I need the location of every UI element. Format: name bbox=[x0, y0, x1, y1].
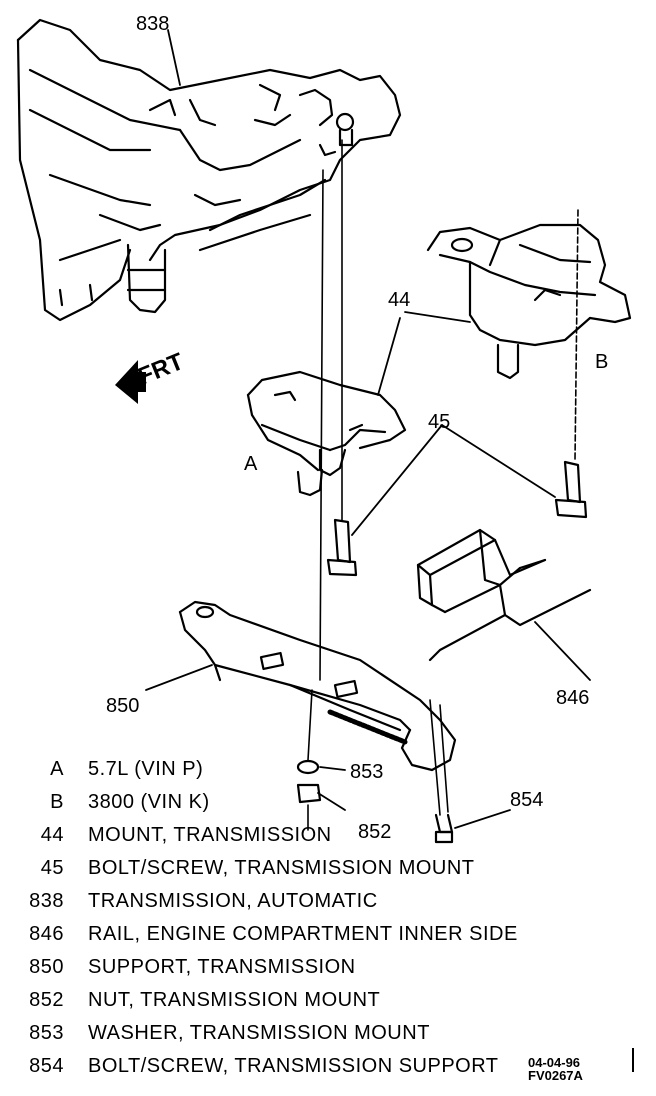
legend-description: 3800 (VIN K) bbox=[88, 791, 210, 813]
engine-compartment-rail-drawing bbox=[416, 528, 592, 662]
legend-description: 5.7L (VIN P) bbox=[88, 758, 204, 780]
alignment-lines bbox=[307, 139, 579, 831]
legend-description: TRANSMISSION, AUTOMATIC bbox=[88, 890, 378, 912]
bolt-854 bbox=[434, 813, 454, 844]
bolt-45-lower-left bbox=[326, 518, 358, 577]
callout-a: A bbox=[244, 453, 258, 475]
legend-key: 853 bbox=[29, 1022, 64, 1044]
legend-description: SUPPORT, TRANSMISSION bbox=[88, 956, 356, 978]
legend-key: 852 bbox=[29, 989, 64, 1011]
legend-key: B bbox=[50, 791, 64, 813]
washer-853 bbox=[296, 759, 320, 775]
front-direction-arrow-icon bbox=[115, 360, 146, 404]
legend-description: WASHER, TRANSMISSION MOUNT bbox=[88, 1022, 430, 1044]
callout-852: 852 bbox=[358, 821, 391, 843]
callout-846: 846 bbox=[556, 687, 589, 709]
transmission-automatic-drawing bbox=[16, 18, 402, 322]
callout-850: 850 bbox=[106, 695, 139, 717]
transmission-support-drawing bbox=[178, 600, 457, 772]
callout-838: 838 bbox=[136, 13, 169, 35]
legend-key: 846 bbox=[29, 923, 64, 945]
mount-b-drawing bbox=[426, 223, 632, 380]
figure-code: FV0267A bbox=[528, 1068, 583, 1083]
revision-date: 04-04-96 bbox=[528, 1055, 581, 1070]
mount-a-drawing bbox=[246, 370, 407, 497]
legend-key: 838 bbox=[29, 890, 64, 912]
front-direction-label: FRT bbox=[134, 348, 188, 391]
legend-key: 44 bbox=[40, 824, 64, 846]
legend-description: BOLT/SCREW, TRANSMISSION SUPPORT bbox=[88, 1055, 499, 1077]
callout-853: 853 bbox=[350, 761, 383, 783]
callout-45: 45 bbox=[428, 411, 450, 433]
stamp-divider bbox=[632, 1048, 634, 1072]
leader-lines bbox=[145, 29, 591, 829]
legend-key: A bbox=[50, 758, 64, 780]
legend-key: 45 bbox=[40, 857, 64, 879]
nut-852 bbox=[296, 783, 322, 804]
legend-description: MOUNT, TRANSMISSION bbox=[88, 824, 332, 846]
legend-key: 850 bbox=[29, 956, 64, 978]
legend-description: BOLT/SCREW, TRANSMISSION MOUNT bbox=[88, 857, 475, 879]
callout-44: 44 bbox=[388, 289, 410, 311]
bolt-45-right bbox=[554, 460, 588, 519]
callout-854: 854 bbox=[510, 789, 543, 811]
legend-key: 854 bbox=[29, 1055, 64, 1077]
legend-description: NUT, TRANSMISSION MOUNT bbox=[88, 989, 381, 1011]
legend-description: RAIL, ENGINE COMPARTMENT INNER SIDE bbox=[88, 923, 518, 945]
callout-b: B bbox=[595, 351, 608, 373]
